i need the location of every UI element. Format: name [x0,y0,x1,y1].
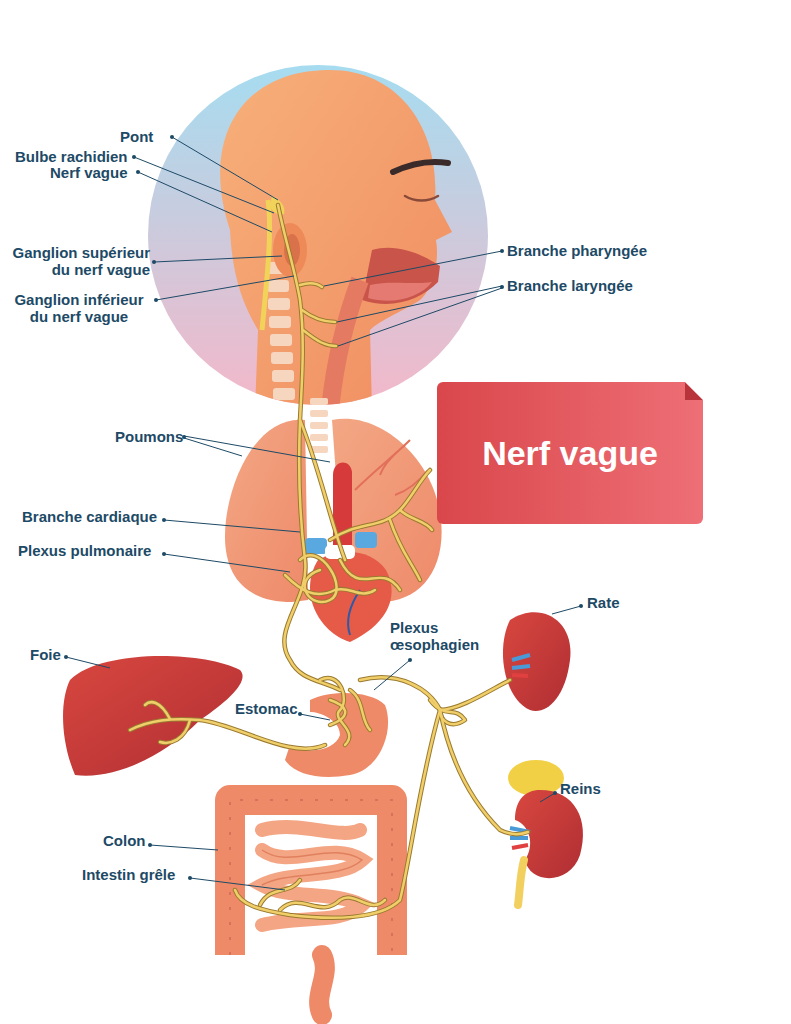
anatomy-shape [130,205,528,918]
part-label: Pont [120,128,153,145]
anatomy-shape [310,398,328,405]
anatomy-shape [374,660,410,690]
anatomy-shape [154,256,282,262]
anatomy-shape [337,286,502,322]
anatomy-shape [269,316,291,328]
anatomy-shape [512,845,528,848]
anatomy-shape [230,800,392,955]
anatomy-shape [172,137,278,200]
anatomy-shape [310,434,328,441]
part-label: Reins [560,780,601,797]
anatomy-shape [230,800,392,955]
anatomy-shape [190,878,285,890]
anatomy-shape [138,172,272,232]
anatomy-shape [63,656,243,776]
part-label: Bulbe rachidien [15,148,128,165]
anatomy-shape [262,200,270,330]
anatomy-shape [271,352,293,364]
anatomy-shape [285,693,388,777]
anatomy-shape [310,410,328,417]
anatomy-shape [405,196,438,201]
anatomy-shape [512,655,530,668]
part-label: Estomac [235,700,298,717]
anatomy-shape [162,552,166,556]
part-label: Plexus œsophagien [390,619,490,653]
anatomy-shape [225,420,308,602]
title: Nerf vague [482,434,658,473]
anatomy-shape [298,712,302,716]
anatomy-shape [152,260,156,264]
anatomy-shape [310,552,392,642]
part-label: Poumons [115,428,183,445]
anatomy-shape [500,249,504,253]
part-label: Nerf vague [50,164,128,181]
anatomy-shape [267,280,289,292]
anatomy-shape [393,162,448,172]
part-label: Branche cardiaque [22,508,157,525]
anatomy-shape [355,532,377,548]
anatomy-shape [518,860,524,905]
part-label: Rate [587,594,620,611]
anatomy-shape [338,288,502,346]
anatomy-shape [268,298,290,310]
anatomy-shape [324,251,502,286]
anatomy-shape [262,827,362,925]
anatomy-shape [164,520,300,532]
anatomy-shape [170,135,174,139]
anatomy-shape [305,538,327,554]
anatomy-shape [579,604,583,608]
anatomy-shape [310,422,328,429]
anatomy-shape [188,876,192,880]
anatomy-shape [220,70,452,410]
part-label: Ganglion inférieur du nerf vague [4,291,154,325]
anatomy-shape [162,518,166,522]
anatomy-shape [262,850,362,885]
anatomy-shape [540,793,555,802]
anatomy-shape [300,714,330,720]
anatomy-shape [164,554,290,572]
anatomy-shape [154,298,158,302]
part-label: Intestin grêle [82,866,175,883]
part-label: Branche pharyngée [507,242,647,259]
anatomy-shape [503,612,571,711]
anatomy-shape [270,334,292,346]
anatomy-shape [552,606,581,614]
part-label: Plexus pulmonaire [18,542,151,559]
anatomy-shape [272,370,294,382]
anatomy-shape [310,398,328,453]
anatomy-shape [184,436,330,462]
part-label: Ganglion supérieur du nerf vague [4,244,150,278]
folded-corner [685,382,703,400]
anatomy-shape [64,655,68,659]
anatomy-shape [132,155,136,159]
part-label: Branche laryngée [507,277,633,294]
anatomy-shape [408,658,412,662]
anatomy-shape [368,282,432,301]
folded-corner [685,382,703,400]
anatomy-shape [220,70,452,410]
title-banner: Nerf vague [437,382,703,524]
anatomy-shape [156,276,294,300]
anatomy-shape [134,157,274,213]
anatomy-shape [66,657,110,668]
anatomy-shape [273,388,295,400]
folded-corner [685,382,703,400]
anatomy-shape [150,845,218,850]
part-label: Colon [103,832,146,849]
anatomy-shape [348,590,360,635]
part-label: Foie [30,646,61,663]
anatomy-shape [130,205,528,918]
anatomy-shape [148,843,152,847]
anatomy-shape [319,955,325,1015]
anatomy-shape [553,791,557,795]
anatomy-shape [500,285,504,289]
anatomy-shape [136,170,140,174]
anatomy-shape [266,262,295,400]
anatomy-shape [512,675,528,676]
